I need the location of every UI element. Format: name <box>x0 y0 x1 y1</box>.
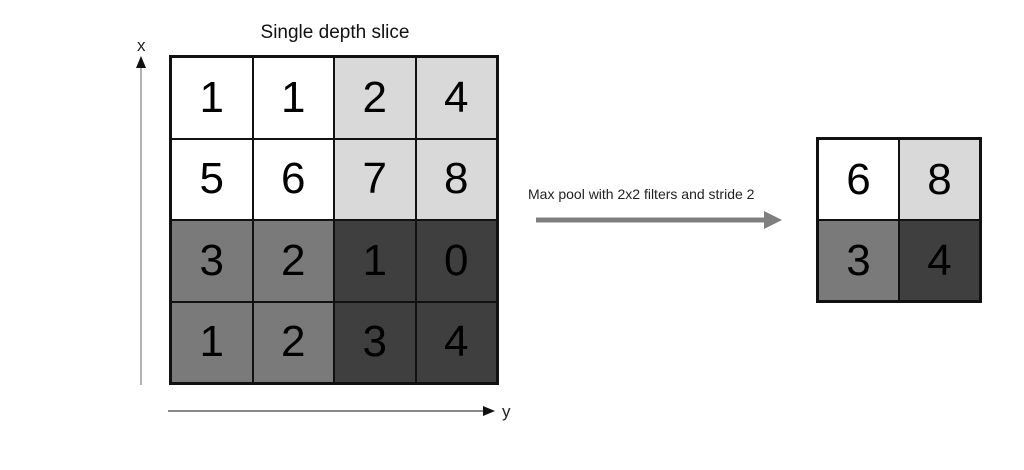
input-cell: 0 <box>415 220 497 302</box>
x-axis-arrowhead <box>136 56 146 68</box>
input-cell: 1 <box>334 220 416 302</box>
input-cell: 7 <box>334 138 416 220</box>
input-cell: 1 <box>171 301 253 383</box>
input-cell: 2 <box>252 301 334 383</box>
input-cell: 8 <box>415 138 497 220</box>
input-cell: 4 <box>415 57 497 139</box>
input-cell: 1 <box>252 57 334 139</box>
input-cell: 6 <box>252 138 334 220</box>
input-cell: 5 <box>171 138 253 220</box>
diagram-title: Single depth slice <box>260 22 410 43</box>
output-cell: 6 <box>818 139 899 220</box>
input-cell: 4 <box>415 301 497 383</box>
input-cell: 2 <box>252 220 334 302</box>
input-cell: 3 <box>171 220 253 302</box>
operation-label: Max pool with 2x2 filters and stride 2 <box>528 186 755 202</box>
output-cell: 4 <box>899 220 980 301</box>
output-cell: 3 <box>818 220 899 301</box>
input-cell: 1 <box>171 57 253 139</box>
y-axis-label: y <box>502 402 511 421</box>
input-cell: 2 <box>334 57 416 139</box>
y-axis-arrowhead <box>483 406 495 416</box>
x-axis-label: x <box>137 36 146 55</box>
output-cell: 8 <box>899 139 980 220</box>
input-cell: 3 <box>334 301 416 383</box>
pooling-arrow-head <box>764 211 782 229</box>
